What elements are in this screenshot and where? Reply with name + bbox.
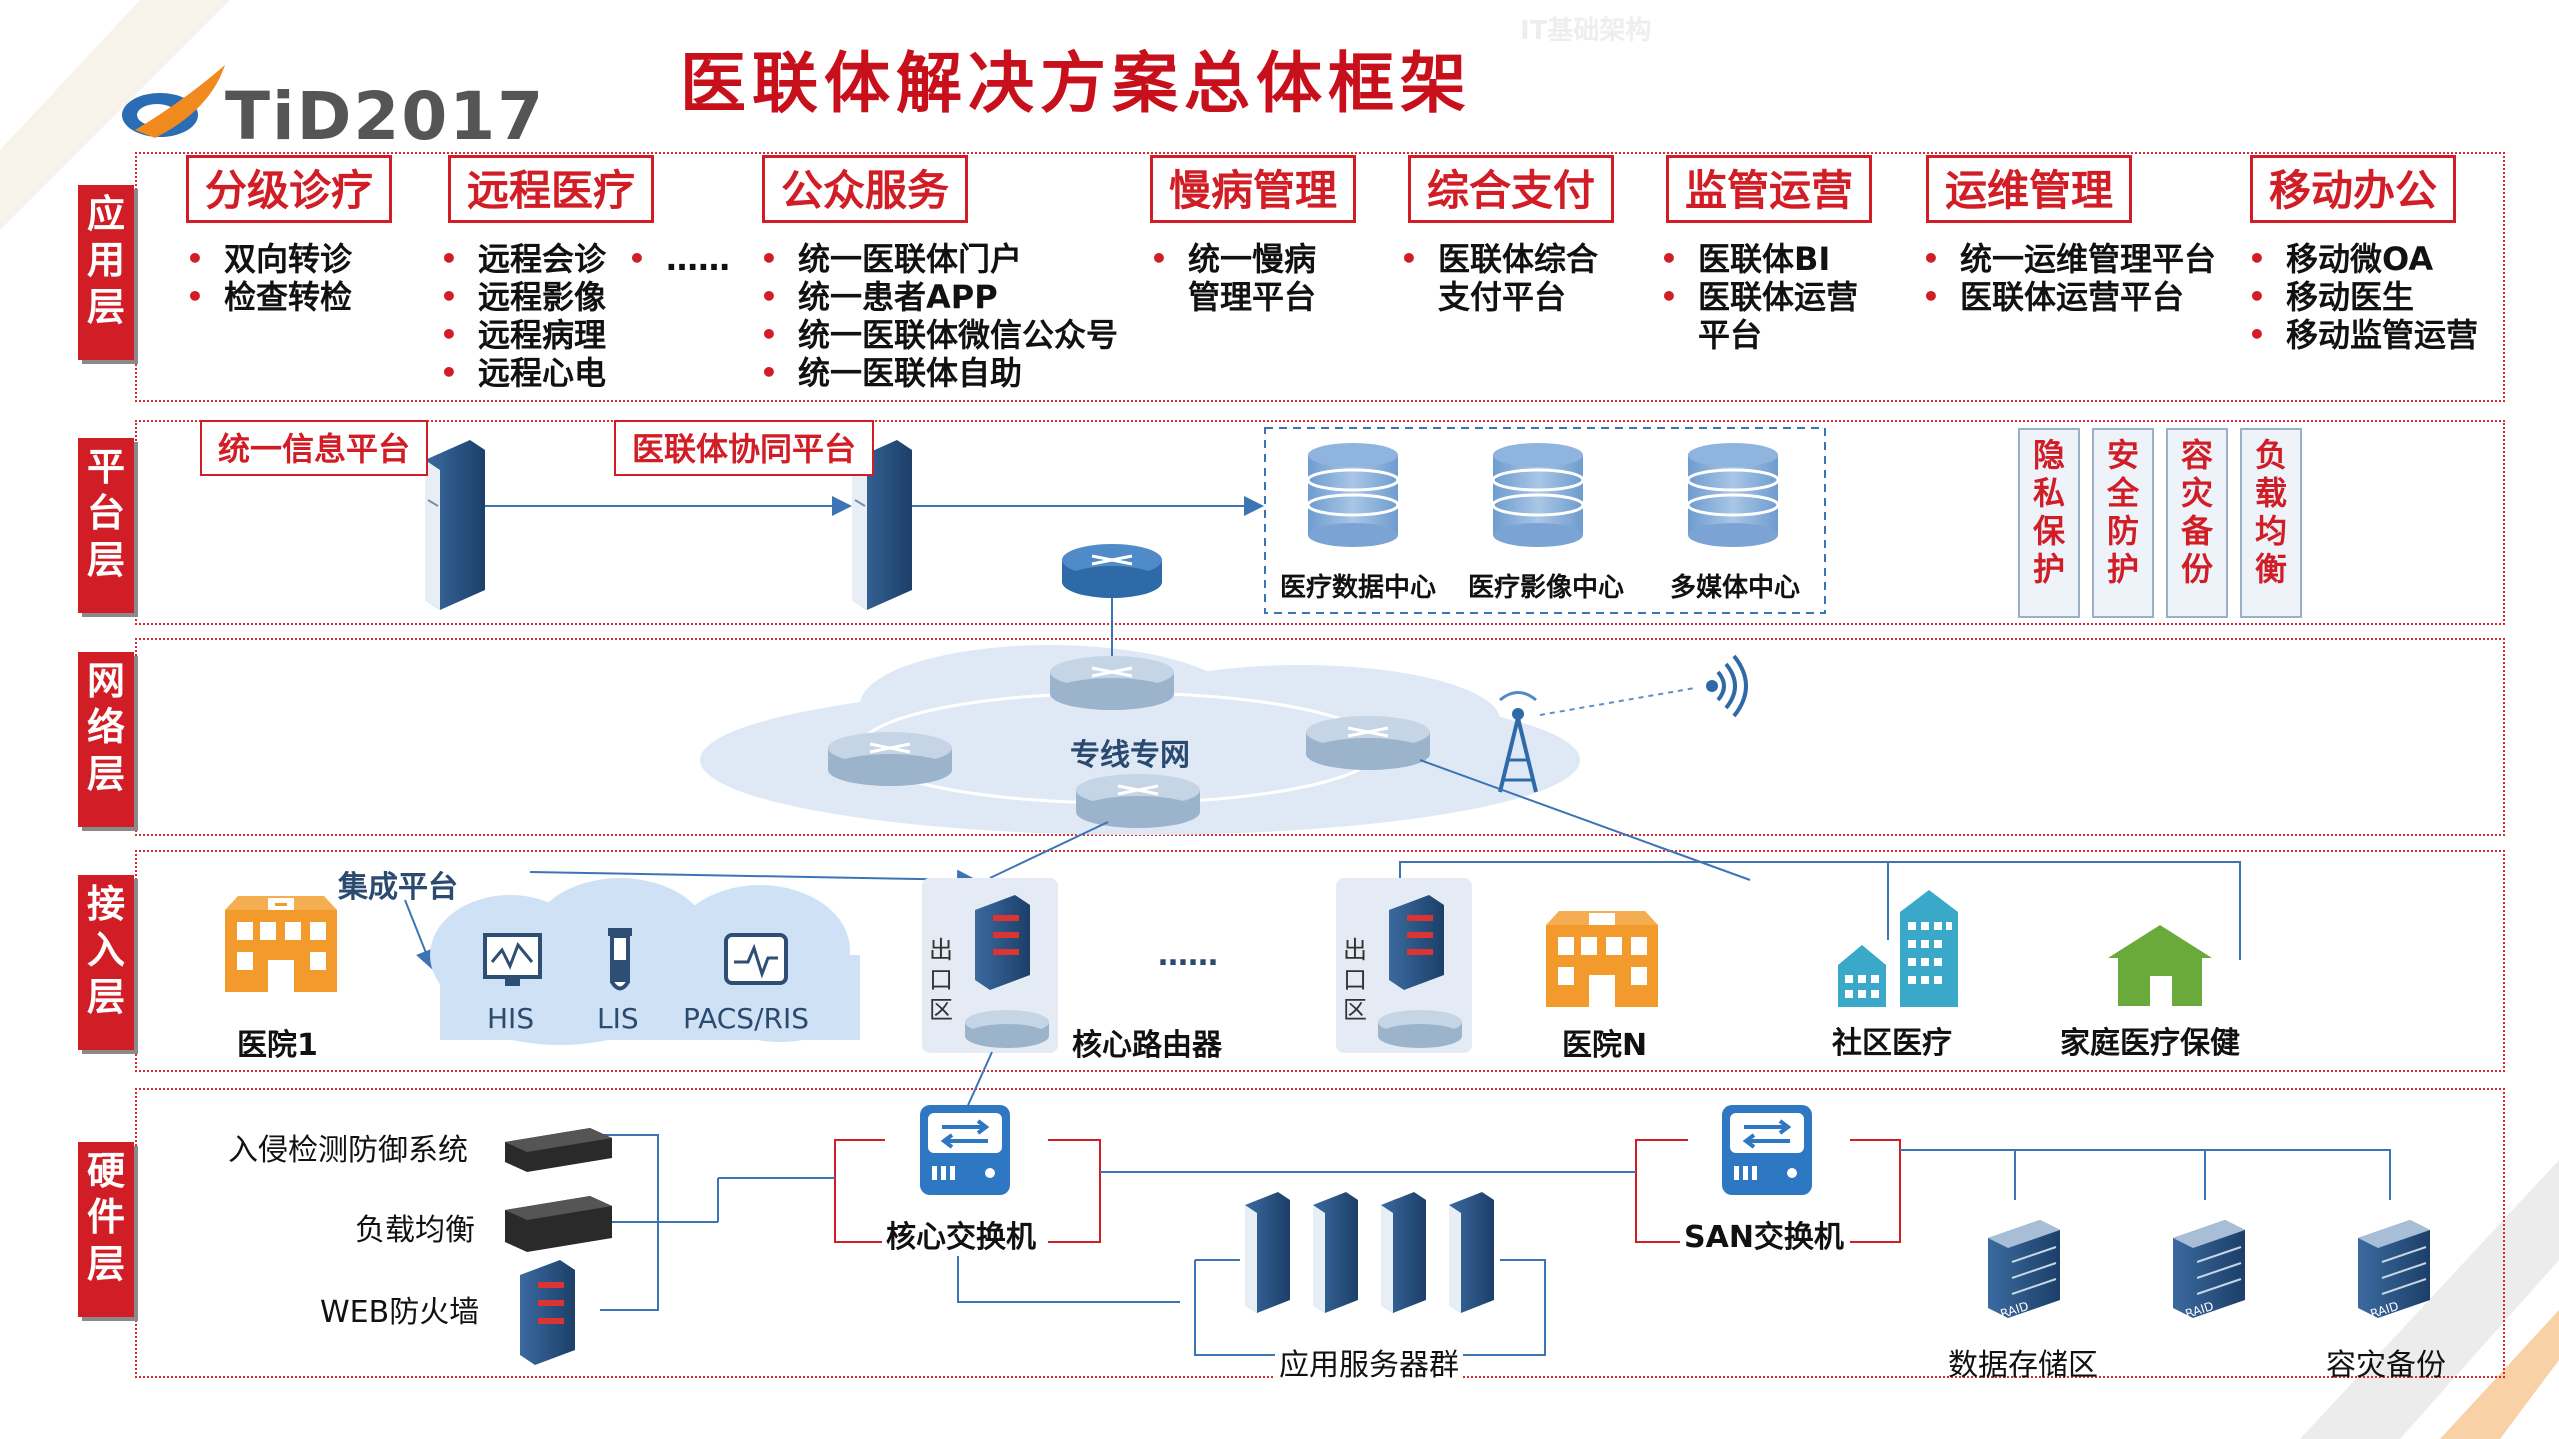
category-ops: 运维管理 bbox=[1926, 155, 2133, 223]
list-ops: 统一运维管理平台医联体运营平台 bbox=[1922, 240, 2216, 316]
exit-zone-label: 出口区 bbox=[929, 936, 953, 1024]
integration-platform-label: 集成平台 bbox=[338, 870, 458, 905]
firewall-icon bbox=[1389, 895, 1444, 990]
storage-array-icon bbox=[1988, 1220, 2060, 1318]
category-public-service: 公众服务 bbox=[762, 155, 969, 223]
private-network-label: 专线专网 bbox=[1070, 738, 1190, 773]
watermark: IT基础架构 bbox=[1520, 16, 1652, 46]
collab-platform-label: 医联体协同平台 bbox=[614, 420, 875, 476]
list-public-service: 统一医联体门户统一患者APP 统一医联体微信公众号统一医联体自助 bbox=[760, 240, 1118, 392]
exit-zone-label: 出口区 bbox=[1343, 936, 1367, 1024]
database-icon bbox=[1306, 443, 1400, 547]
info-platform-label: 统一信息平台 bbox=[200, 420, 429, 476]
router-icon bbox=[1378, 1010, 1462, 1048]
access-layer-box bbox=[135, 850, 2505, 1072]
security-disaster-recovery: 容灾备份 bbox=[2166, 428, 2228, 618]
layer-label-platform: 平台层 bbox=[78, 438, 134, 613]
wifi-signal-icon bbox=[1706, 654, 1748, 718]
security-load-balance: 负载均衡 bbox=[2240, 428, 2302, 618]
pacs-ris-label: PACS/RIS bbox=[683, 1002, 809, 1035]
router-icon bbox=[1306, 716, 1430, 770]
app-server-cluster-label: 应用服务器群 bbox=[1275, 1340, 1463, 1384]
layer-label-app: 应用层 bbox=[78, 185, 134, 360]
ellipsis-label: …… bbox=[1158, 938, 1218, 973]
category-payment: 综合支付 bbox=[1408, 155, 1615, 223]
switch-icon bbox=[920, 1105, 1010, 1195]
category-chronic-disease: 慢病管理 bbox=[1150, 155, 1357, 223]
ids-label: 入侵检测防御系统 bbox=[228, 1133, 468, 1168]
hospital-icon bbox=[225, 896, 337, 992]
logo-text: TiD2017 bbox=[225, 78, 546, 155]
storage-area-label: 数据存储区 bbox=[1948, 1348, 2098, 1383]
community-label: 社区医疗 bbox=[1832, 1026, 1952, 1061]
monitor-icon bbox=[483, 933, 542, 986]
category-supervision: 监管运营 bbox=[1666, 155, 1873, 223]
network-layer-box bbox=[135, 638, 2505, 836]
server-icon bbox=[1381, 1192, 1426, 1313]
core-switch-label: 核心交换机 bbox=[882, 1212, 1040, 1256]
list-telemedicine: 远程会诊远程影像 远程病理远程心电 bbox=[440, 240, 606, 392]
community-building-icon bbox=[1838, 890, 1958, 1007]
firewall-icon bbox=[975, 895, 1030, 990]
switch-icon bbox=[1722, 1105, 1812, 1195]
database-icon bbox=[1491, 443, 1585, 547]
core-router-label: 核心路由器 bbox=[1072, 1028, 1222, 1063]
server-icon bbox=[1245, 1192, 1290, 1313]
his-label: HIS bbox=[487, 1002, 535, 1035]
category-mobile-office: 移动办公 bbox=[2250, 155, 2457, 223]
hospitalN-label: 医院N bbox=[1562, 1028, 1648, 1063]
list-telemedicine-more: …… bbox=[628, 240, 730, 278]
app-layer-box bbox=[135, 152, 2505, 402]
router-icon bbox=[828, 732, 952, 786]
layer-label-access: 接入层 bbox=[78, 875, 134, 1050]
server-icon bbox=[1449, 1192, 1494, 1313]
layer-label-hardware: 硬件层 bbox=[78, 1142, 134, 1317]
disaster-backup-label: 容灾备份 bbox=[2326, 1348, 2446, 1383]
server-icon bbox=[425, 440, 485, 610]
router-icon bbox=[965, 1010, 1049, 1048]
pacs-monitor-icon bbox=[724, 933, 788, 985]
list-tiered-diagnosis: 双向转诊检查转检 bbox=[186, 240, 352, 316]
hospital1-label: 医院1 bbox=[237, 1028, 318, 1063]
server-icon bbox=[852, 440, 912, 610]
category-telemedicine: 远程医疗 bbox=[448, 155, 655, 223]
server-icon bbox=[1313, 1192, 1358, 1313]
san-switch-label: SAN交换机 bbox=[1680, 1212, 1848, 1256]
house-icon bbox=[2108, 925, 2212, 1006]
list-supervision: 医联体BI医联体运营 平台 bbox=[1660, 240, 1858, 354]
tid-logo-icon bbox=[122, 65, 225, 138]
security-protection: 安全防护 bbox=[2092, 428, 2154, 618]
load-balancer-icon bbox=[505, 1196, 612, 1252]
security-privacy: 隐私保护 bbox=[2018, 428, 2080, 618]
router-icon bbox=[1062, 544, 1162, 598]
lis-label: LIS bbox=[597, 1002, 639, 1035]
router-icon bbox=[1076, 774, 1200, 828]
page-title: 医联体解决方案总体框架 bbox=[680, 44, 1472, 122]
ids-appliance-icon bbox=[505, 1128, 612, 1172]
database-icon bbox=[1686, 443, 1780, 547]
dc-label-medical-data: 医疗数据中心 bbox=[1280, 573, 1437, 603]
firewall-icon bbox=[520, 1260, 575, 1365]
layer-label-network: 网络层 bbox=[78, 652, 134, 827]
waf-label: WEB防火墙 bbox=[320, 1295, 480, 1330]
hospital-icon bbox=[1546, 911, 1658, 1007]
platform-layer-box bbox=[135, 420, 2505, 625]
storage-array-icon bbox=[2358, 1220, 2430, 1318]
test-tube-icon bbox=[608, 928, 632, 991]
load-balancer-label: 负载均衡 bbox=[355, 1213, 475, 1248]
category-tiered-diagnosis: 分级诊疗 bbox=[186, 155, 393, 223]
storage-array-icon bbox=[2173, 1220, 2245, 1318]
router-icon bbox=[1050, 656, 1174, 710]
family-care-label: 家庭医疗保健 bbox=[2060, 1026, 2240, 1061]
list-mobile-office: 移动微OA移动医生 移动监管运营 bbox=[2248, 240, 2478, 354]
dc-label-medical-image: 医疗影像中心 bbox=[1468, 573, 1625, 603]
dc-label-multimedia: 多媒体中心 bbox=[1670, 573, 1801, 603]
antenna-tower-icon bbox=[1498, 691, 1538, 793]
